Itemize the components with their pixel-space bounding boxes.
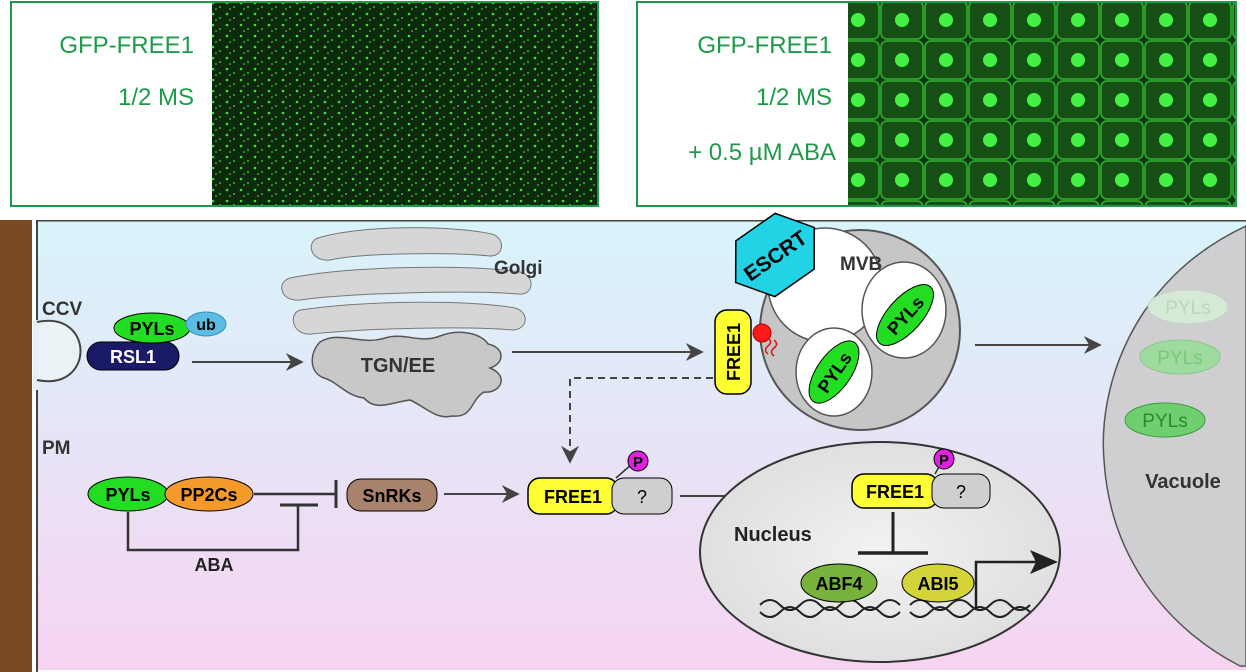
snrks bbox=[346, 478, 438, 512]
mvb-free1-label: FREE1 bbox=[724, 323, 744, 381]
transcription-arrow-head bbox=[1030, 550, 1058, 574]
dna-strand-2 bbox=[909, 599, 1031, 618]
micrograph-panel-aba: GFP-FREE1 1/2 MS + 0.5 µM ABA bbox=[636, 1, 1237, 207]
ccv-pyls-label: PYLs bbox=[129, 319, 174, 339]
escrt-complex: ESCRT bbox=[734, 212, 816, 298]
cytosolic-unknown-partner bbox=[611, 477, 673, 515]
abf4 bbox=[800, 563, 878, 603]
phospho-group bbox=[627, 450, 649, 472]
mvb-pyls-2 bbox=[808, 340, 860, 404]
mvb-free1: FREE1 bbox=[714, 309, 752, 395]
vacuole-label: Vacuole bbox=[1145, 471, 1221, 493]
aba-inhibition-line bbox=[126, 505, 300, 552]
pm-label: PM bbox=[42, 438, 71, 459]
aba-label: ABA bbox=[195, 555, 234, 575]
golgi: Golgi bbox=[281, 227, 543, 335]
ccv-label: CCV bbox=[42, 299, 82, 320]
abf4-label: ABF4 bbox=[815, 574, 862, 594]
vacuole: PYLs PYLs PYLs Vacuole bbox=[1102, 225, 1246, 667]
abi5 bbox=[901, 563, 975, 603]
nuclear-free1-label: FREE1 bbox=[866, 482, 924, 502]
nucleus-label: Nucleus bbox=[734, 524, 812, 546]
vacuole-pyls-3-label: PYLs bbox=[1142, 411, 1187, 432]
cell-top-edge bbox=[36, 220, 1246, 222]
vacuole-pyls-1-label: PYLs bbox=[1165, 298, 1210, 319]
nuclear-phospho-label: P bbox=[939, 452, 949, 469]
ub-tag bbox=[185, 311, 227, 337]
mvb-pyls-1 bbox=[876, 284, 934, 346]
pp2cs-label: PP2Cs bbox=[180, 485, 237, 505]
cell-wall bbox=[0, 220, 32, 672]
panel-right-line2: 1/2 MS bbox=[756, 84, 832, 111]
panel-left-line1: GFP-FREE1 bbox=[59, 32, 194, 59]
pp2cs bbox=[164, 476, 254, 512]
vacuole-pyls-3 bbox=[1124, 402, 1206, 438]
vacuole-pyls-2-label: PYLs bbox=[1157, 348, 1202, 369]
dna-strand-1 bbox=[759, 599, 901, 618]
micrograph-panel-control: GFP-FREE1 1/2 MS bbox=[10, 1, 599, 207]
tgn-label: TGN/EE bbox=[361, 355, 435, 377]
cell-cytoplasm bbox=[36, 220, 1246, 670]
vacuole-pyls-2 bbox=[1139, 339, 1221, 375]
nuclear-phospho-group bbox=[933, 448, 955, 470]
panel-right-line1: GFP-FREE1 bbox=[697, 32, 832, 59]
rsl1-protein bbox=[86, 341, 180, 371]
nuclear-unknown-label: ? bbox=[956, 482, 966, 502]
panel-left-line2: 1/2 MS bbox=[118, 84, 194, 111]
panel-right-line3: + 0.5 µM ABA bbox=[688, 139, 836, 166]
ubiquitin-signal bbox=[752, 323, 772, 343]
vacuole-pyls-1 bbox=[1147, 289, 1229, 325]
ub-label: ub bbox=[196, 317, 216, 334]
phospho-label: P bbox=[633, 454, 643, 471]
ccv-vesicle bbox=[36, 319, 82, 383]
rsl1-label: RSL1 bbox=[110, 347, 156, 367]
transcription-arrow-line bbox=[974, 560, 1040, 608]
nuclear-unknown-partner bbox=[931, 473, 991, 509]
ubiquitin-chain bbox=[764, 337, 778, 357]
mvb-label: MVB bbox=[840, 254, 882, 275]
golgi-label: Golgi bbox=[494, 258, 543, 279]
arrow-free1-to-cytosol bbox=[561, 377, 713, 464]
pyls-signaling-label: PYLs bbox=[105, 485, 150, 505]
snrks-label: SnRKs bbox=[362, 486, 421, 506]
cytosolic-free1-label: FREE1 bbox=[544, 487, 602, 507]
cytosolic-unknown-label: ? bbox=[637, 487, 647, 507]
abi5-label: ABI5 bbox=[917, 574, 958, 594]
tgn-ee: TGN/EE bbox=[311, 331, 502, 418]
